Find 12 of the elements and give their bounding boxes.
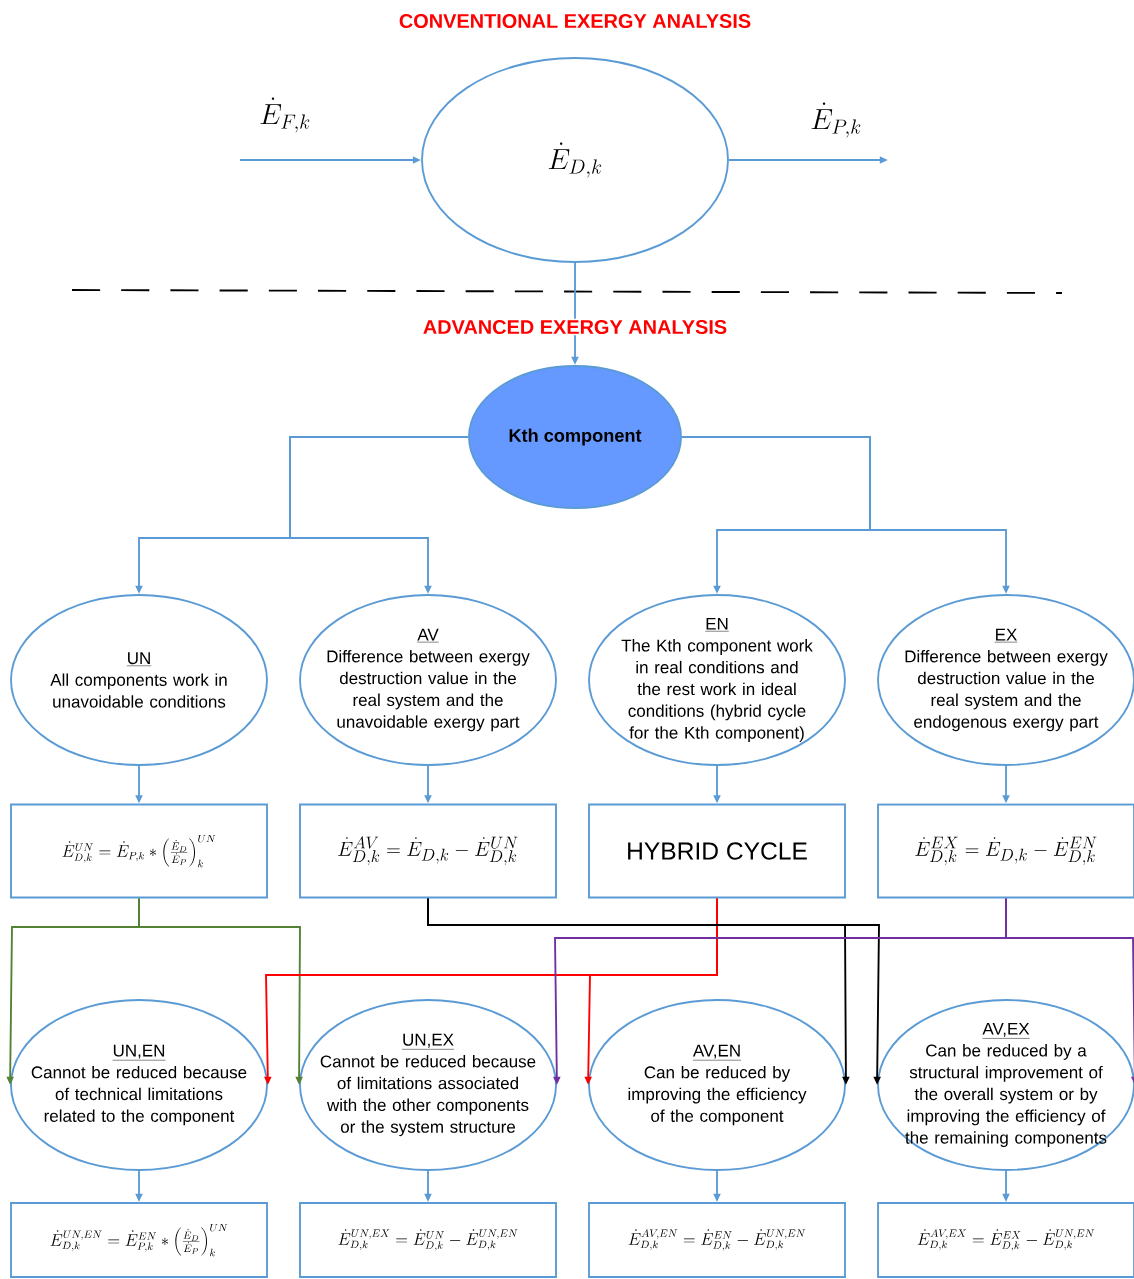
formula-box: $\dot{E}^{AV,EX}_{D,k}=\dot{E}^{EX}_{D,k}-\dot{E}^{UN,EN}_{D,k}$ <box>877 1202 1134 1278</box>
formula-box: $\dot{E}^{UN,EN}_{D,k}=\dot{E}^{EN}_{P,k}*\left(\frac{\dot{E}_D}{\dot{E}_P}\right)^{UN}_{k}$ <box>10 1202 268 1278</box>
edge-label: $\dot{E}_{P,k}$ <box>811 102 861 138</box>
title: CONVENTIONAL EXERGY ANALYSIS <box>399 13 751 29</box>
formula-box: $\dot{E}^{EX}_{D,k}=\dot{E}_{D,k}-\dot{E}^{EN}_{D,k}$ <box>877 803 1134 899</box>
formula-box: $\dot{E}^{UN}_{D,k}=\dot{E}_{P,k}*\left(\frac{\dot{E}_D}{\dot{E}_P}\right)^{UN}_{k}$ <box>10 803 268 899</box>
section-heading: ADVANCED EXERGY ANALYSIS <box>421 318 729 336</box>
formula-box: $\dot{E}^{AV,EN}_{D,k}=\dot{E}^{EN}_{D,k}-\dot{E}^{UN,EN}_{D,k}$ <box>588 1202 846 1278</box>
formula-box: $\dot{E}^{UN,EX}_{D,k}=\dot{E}^{UN}_{D,k}-\dot{E}^{UN,EN}_{D,k}$ <box>299 1202 557 1278</box>
edge-label: $\dot{E}_{F,k}$ <box>260 97 310 133</box>
formula-box: $\dot{E}^{AV}_{D,k}=\dot{E}_{D,k}-\dot{E}^{UN}_{D,k}$ <box>299 803 557 899</box>
process-box: HYBRID CYCLE <box>588 803 846 899</box>
